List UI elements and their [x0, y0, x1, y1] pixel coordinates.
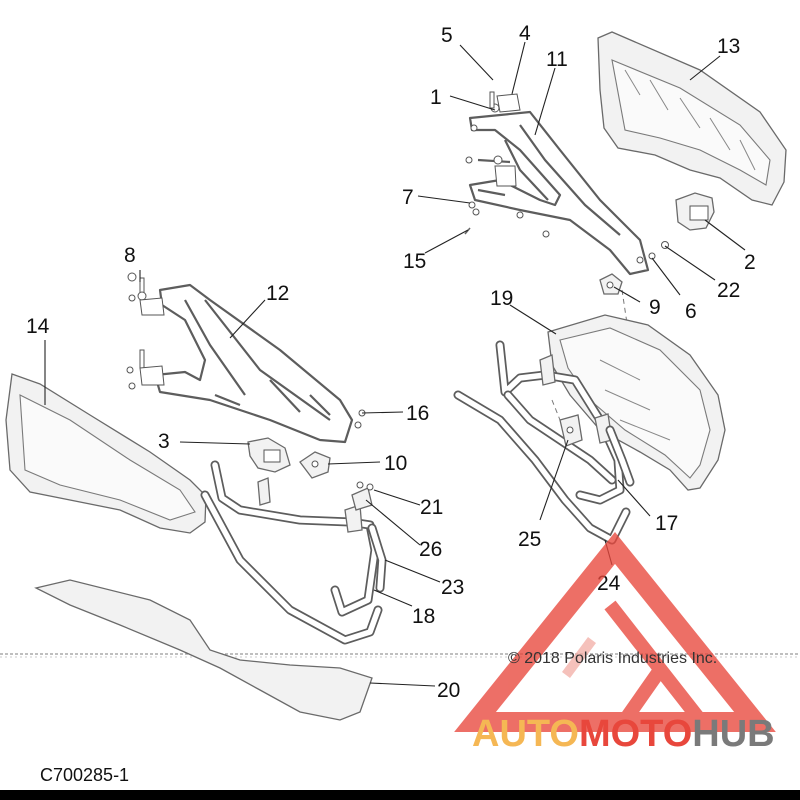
callout-19: 19 — [490, 287, 513, 310]
callout-21: 21 — [420, 496, 443, 519]
callout-numbers: 1 5 4 11 13 2 7 15 22 6 9 8 12 19 14 16 … — [26, 22, 756, 702]
callout-2: 2 — [744, 251, 756, 274]
leader-lines — [44, 41, 746, 687]
part-13-upper-panel — [597, 31, 787, 206]
part-19-right-panel — [547, 314, 726, 491]
part-20-bottom-panel — [34, 579, 373, 721]
bottom-bar — [0, 790, 800, 800]
part-3-lock — [247, 437, 291, 473]
part-17-tube — [495, 340, 625, 505]
callout-26: 26 — [419, 538, 442, 561]
callout-25: 25 — [518, 528, 541, 551]
scan-line — [0, 653, 800, 658]
part-18-tube — [200, 460, 383, 645]
callout-15: 15 — [403, 250, 426, 273]
watermark-logo — [454, 532, 776, 732]
callout-20: 20 — [437, 679, 460, 702]
callout-23: 23 — [441, 576, 464, 599]
callout-5: 5 — [441, 24, 453, 47]
watermark-moto: MOTO — [578, 713, 693, 755]
watermark-auto: AUTO — [472, 713, 579, 755]
callout-4: 4 — [519, 22, 531, 45]
callout-7: 7 — [402, 186, 414, 209]
callout-22: 22 — [717, 279, 740, 302]
callout-10: 10 — [384, 452, 407, 475]
part-14-lower-panel — [5, 373, 207, 534]
copyright-text: © 2018 Polaris Industries Inc. — [508, 650, 718, 667]
callout-8: 8 — [124, 244, 136, 267]
part-11-upper-frame — [465, 91, 650, 276]
part-12-lower-frame — [126, 272, 366, 444]
callout-3: 3 — [158, 430, 170, 453]
callout-11: 11 — [546, 48, 568, 71]
callout-1: 1 — [430, 86, 442, 109]
callout-12: 12 — [266, 282, 289, 305]
part-10-bracket — [299, 451, 331, 479]
part-2-latch — [675, 192, 715, 231]
watermark-hub: HUB — [692, 713, 775, 755]
callout-14: 14 — [26, 315, 50, 338]
callout-18: 18 — [412, 605, 435, 628]
watermark-text: AUTOMOTOHUB — [472, 713, 775, 756]
diagram-part-number: C700285-1 — [40, 765, 130, 785]
part-23-26-21 — [351, 481, 387, 593]
part-25-bracket — [551, 399, 583, 447]
callout-16: 16 — [406, 402, 429, 425]
callout-9: 9 — [649, 296, 661, 319]
callout-6: 6 — [685, 300, 697, 323]
hardware-22-6-15-9 — [464, 227, 669, 331]
callout-13: 13 — [717, 35, 740, 58]
callout-17: 17 — [655, 512, 678, 535]
